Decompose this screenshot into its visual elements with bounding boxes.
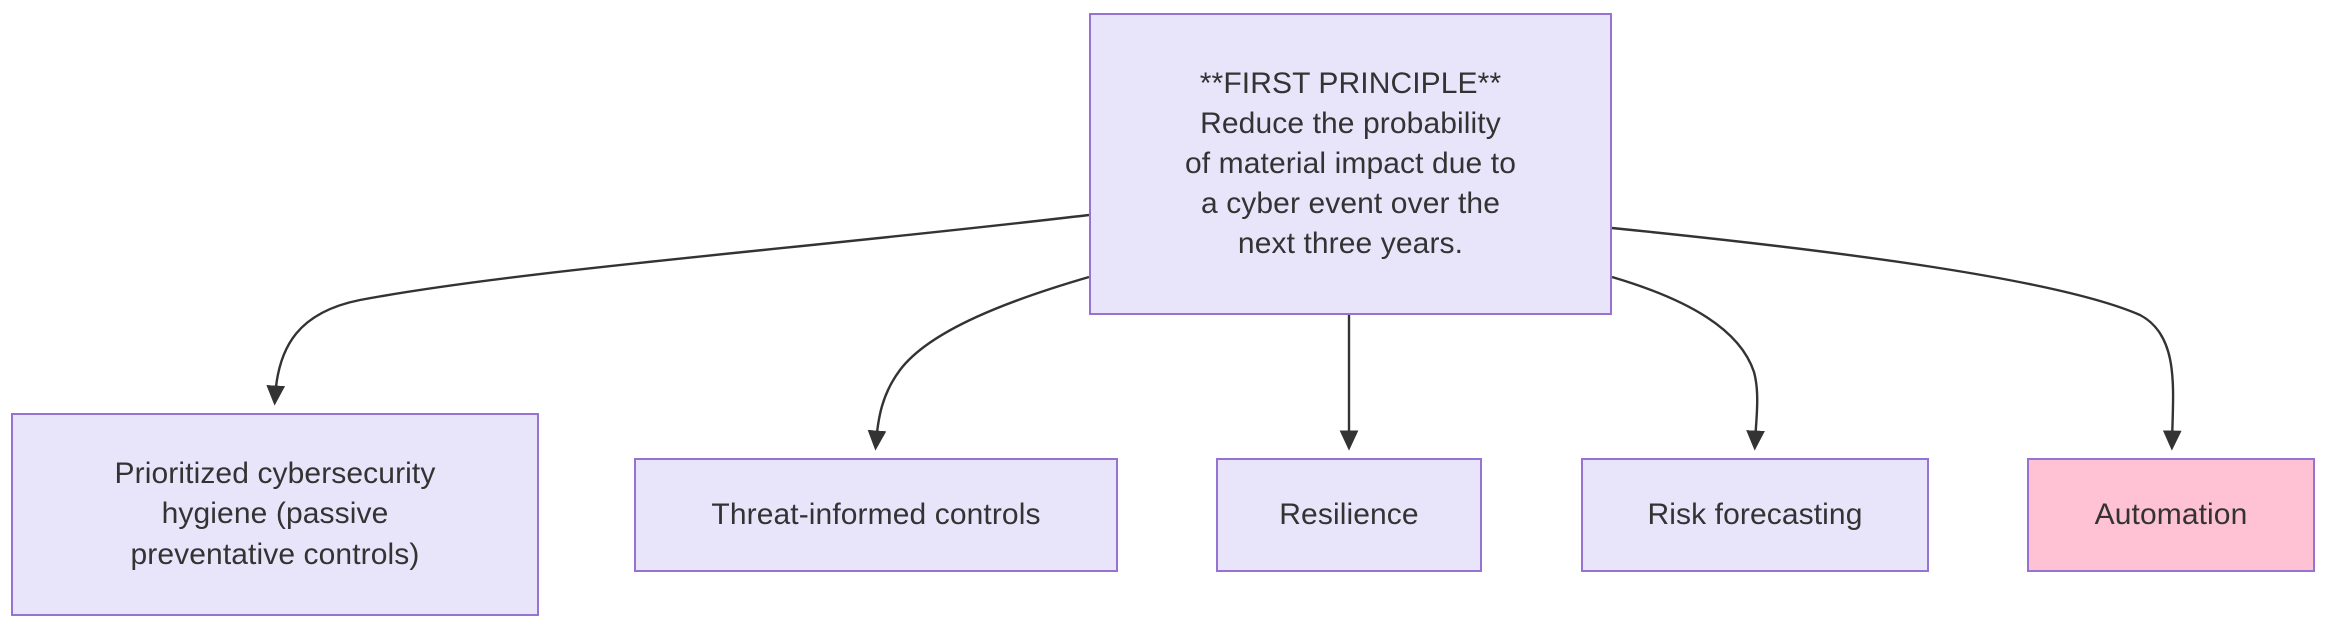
edge-root-to-prioritized-hygiene [266, 213, 1090, 406]
node-resilience[interactable]: Resilience [1216, 458, 1482, 572]
node-threat-informed-controls-label: Threat-informed controls [711, 497, 1041, 531]
node-prioritized-hygiene-label: Prioritized cybersecurity hygiene (passi… [114, 457, 436, 571]
node-automation-label: Automation [2094, 497, 2248, 531]
edge-root-to-risk-forecasting [1611, 275, 1765, 451]
node-automation[interactable]: Automation [2027, 458, 2315, 572]
edge-root-to-threat-informed-controls [867, 275, 1090, 451]
node-first-principle-label: **FIRST PRINCIPLE** Reduce the probabili… [1185, 66, 1516, 261]
node-threat-informed-controls[interactable]: Threat-informed controls [634, 458, 1118, 572]
node-prioritized-hygiene[interactable]: Prioritized cybersecurity hygiene (passi… [11, 413, 539, 616]
node-first-principle[interactable]: **FIRST PRINCIPLE** Reduce the probabili… [1089, 13, 1612, 315]
node-risk-forecasting-label: Risk forecasting [1647, 497, 1863, 531]
node-risk-forecasting[interactable]: Risk forecasting [1581, 458, 1929, 572]
edge-root-to-automation [1611, 226, 2182, 451]
node-resilience-label: Resilience [1279, 497, 1419, 531]
